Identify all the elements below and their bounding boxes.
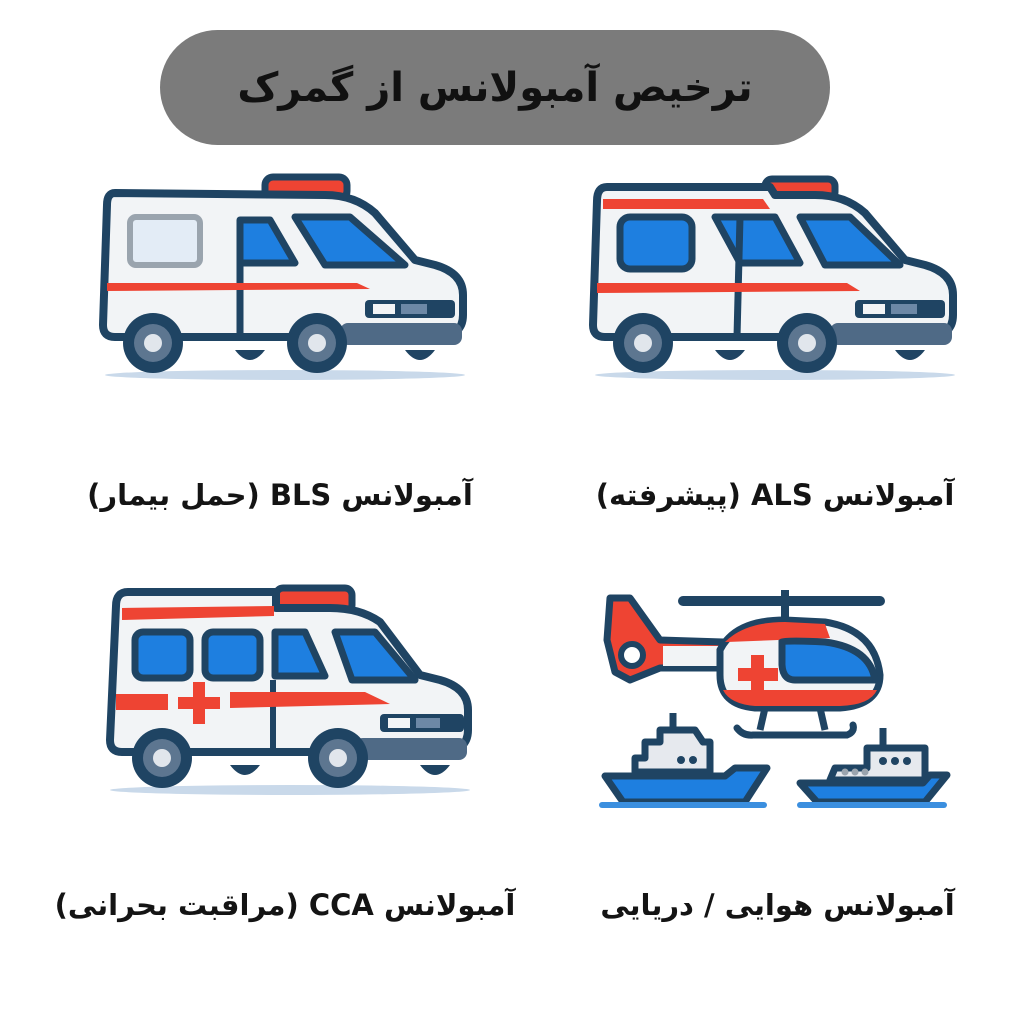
title-banner: ترخیص آمبولانس از گمرک — [160, 30, 830, 145]
caption-cca: آمبولانس CCA (مراقبت بحرانی) — [54, 888, 516, 922]
ambulance-van-icon — [589, 175, 957, 380]
caption-als: آمبولانس ALS (پیشرفته) — [595, 478, 955, 512]
als-ambulance-illustration — [575, 165, 975, 405]
caption-bls: آمبولانس BLS (حمل بیمار) — [87, 478, 473, 512]
air-sea-ambulance-illustration — [580, 580, 980, 820]
ambulance-van-icon — [99, 173, 467, 380]
caption-air-sea: آمبولانس هوایی / دریایی — [600, 888, 955, 922]
ambulance-van-with-cross-icon — [106, 584, 472, 795]
page-title: ترخیص آمبولانس از گمرک — [237, 64, 753, 111]
cca-ambulance-illustration — [90, 580, 490, 820]
bls-ambulance-illustration — [85, 165, 485, 405]
helicopter-and-boats-icon — [599, 590, 951, 808]
